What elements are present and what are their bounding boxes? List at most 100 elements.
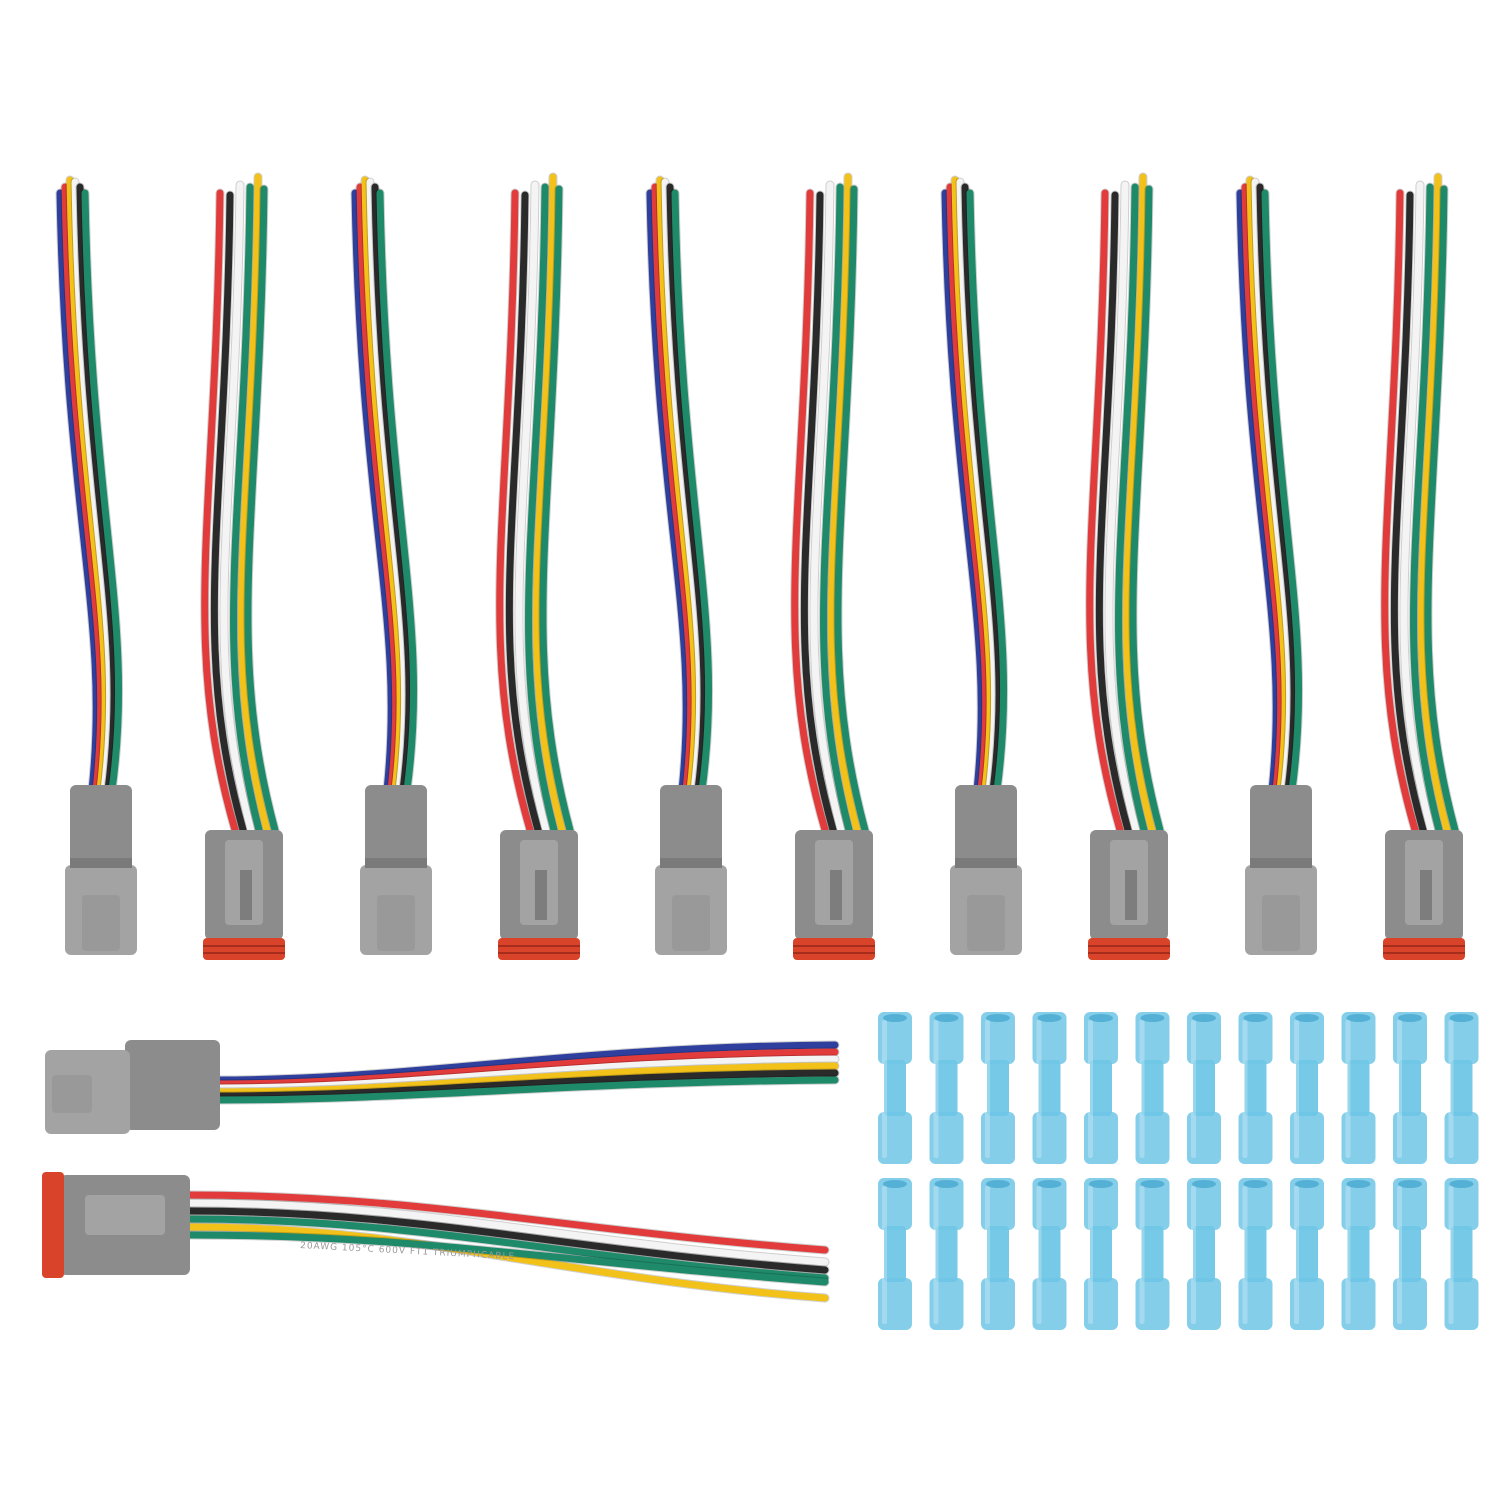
wire-green [230, 183, 263, 834]
wire-green [671, 189, 713, 794]
wire-green [1129, 185, 1164, 834]
wire-red [946, 183, 990, 794]
butt-connector [1135, 1012, 1170, 1164]
wire-green [525, 183, 558, 834]
butt-connector [1238, 1012, 1273, 1164]
butt-connector [878, 1012, 912, 1164]
wire-yellow [533, 173, 566, 834]
male-connector [350, 175, 432, 955]
wire-black [505, 191, 542, 834]
wire-white [1105, 181, 1140, 834]
wire-blue [56, 189, 100, 794]
male-connector [645, 175, 727, 955]
orange-seal [498, 938, 580, 960]
wire-green [1261, 189, 1303, 794]
wire-black [961, 183, 1003, 794]
wire-yellow [1418, 173, 1451, 834]
wire-black [1256, 183, 1298, 794]
wire-green [539, 185, 574, 834]
wire-white [186, 1199, 829, 1266]
orange-seal [1383, 938, 1465, 960]
wire-yellow [238, 173, 271, 834]
orange-seal [793, 938, 875, 960]
connector-pair-4 [940, 172, 1170, 960]
wire-yellow [1246, 176, 1289, 794]
wire-green [186, 1231, 829, 1286]
connector-pair-3 [645, 172, 875, 960]
butt-connector [1290, 1178, 1324, 1330]
wire-red [1086, 189, 1124, 834]
housing-latch [672, 895, 710, 951]
orange-seal [203, 938, 285, 960]
wire-white [1251, 178, 1294, 794]
wire-black [1390, 191, 1427, 834]
wire-green [1424, 185, 1459, 834]
wire-red [496, 189, 534, 834]
butt-connector [1393, 1178, 1427, 1330]
housing-latch [85, 1195, 165, 1235]
wire-green [186, 1215, 829, 1282]
wire-red [186, 1191, 829, 1254]
wire-white [366, 178, 409, 794]
wire-red [1381, 189, 1419, 834]
wire-red [651, 183, 695, 794]
wire-yellow [1123, 173, 1156, 834]
female-connector [1380, 172, 1465, 960]
female-connector [200, 172, 285, 960]
wire-white [211, 1055, 839, 1092]
wire-white [956, 178, 999, 794]
wire-blue [941, 189, 985, 794]
male-connector [1235, 175, 1317, 955]
butt-connector [1341, 1178, 1376, 1330]
wire-yellow [828, 173, 861, 834]
female-connector-horizontal: 20AWG 105°C 600V FT1 TRIUMPHCABLE [42, 1172, 830, 1303]
female-connector [790, 172, 875, 960]
butt-connector [878, 1178, 912, 1330]
female-connector [1085, 172, 1170, 960]
housing-body [70, 785, 132, 865]
butt-connector [1187, 1178, 1221, 1330]
orange-seal [1088, 938, 1170, 960]
wire-yellow [211, 1062, 839, 1096]
connector-pair-5 [1235, 172, 1465, 960]
wire-black [211, 1069, 839, 1100]
wire-black [186, 1207, 829, 1274]
wire-blue [351, 189, 395, 794]
male-connector [55, 175, 137, 955]
connector-pair-1 [55, 172, 285, 960]
wire-red [201, 189, 239, 834]
butt-connector [1135, 1178, 1170, 1330]
wire-green [81, 189, 123, 794]
housing-body [125, 1040, 220, 1130]
wire-black [76, 183, 118, 794]
wire-green [820, 183, 853, 834]
butt-connector [1393, 1012, 1427, 1164]
butt-connector [981, 1012, 1015, 1164]
wire-yellow [361, 176, 404, 794]
wire-green [244, 185, 279, 834]
wire-yellow [656, 176, 699, 794]
connector-pair-2 [350, 172, 580, 960]
butt-connector [1238, 1178, 1273, 1330]
butt-connector [1032, 1012, 1067, 1164]
wire-blue [1236, 189, 1280, 794]
housing-body [955, 785, 1017, 865]
butt-connector [1084, 1012, 1118, 1164]
wire-black [371, 183, 413, 794]
wire-white [661, 178, 704, 794]
wire-red [211, 1048, 839, 1088]
wire-green [966, 189, 1008, 794]
wire-yellow [66, 176, 109, 794]
housing-latch [967, 895, 1005, 951]
wire-red [61, 183, 105, 794]
wire-red [1241, 183, 1285, 794]
butt-connector [1341, 1012, 1376, 1164]
housing-body [660, 785, 722, 865]
wire-white [515, 181, 550, 834]
wire-green [1410, 183, 1443, 834]
wire-green [376, 189, 418, 794]
orange-seal [42, 1172, 64, 1278]
butt-connector [1084, 1178, 1118, 1330]
wire-white [810, 181, 845, 834]
